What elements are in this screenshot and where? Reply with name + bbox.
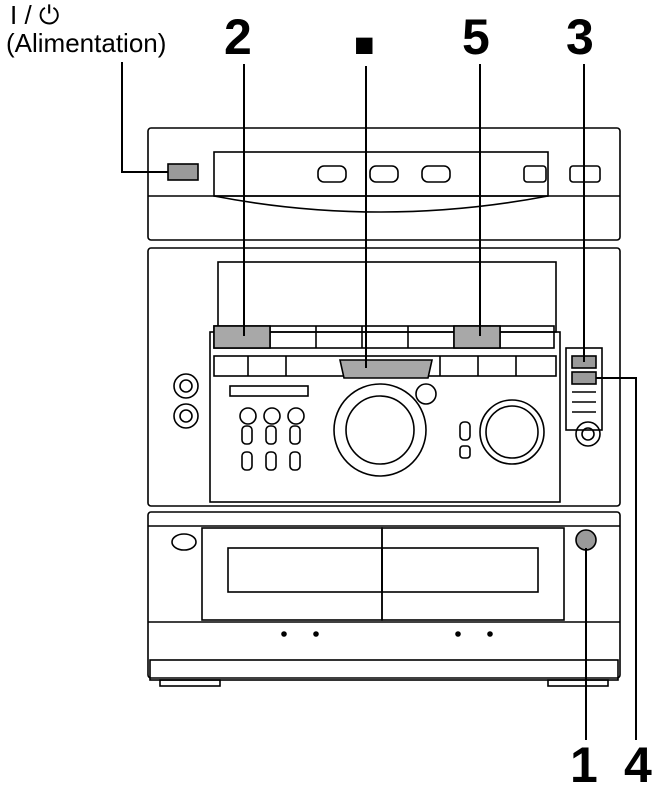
middle-inner-panel: [209, 331, 561, 503]
bottom-unit: [147, 511, 621, 679]
deck-a-window: [227, 547, 383, 593]
deck-b-button: [575, 529, 597, 551]
callout-stop: ■: [354, 26, 375, 64]
right-foot: [547, 679, 609, 687]
top-unit-tray-curve: [213, 195, 549, 213]
small-knob: [415, 383, 437, 405]
power-button: [167, 163, 199, 181]
left-foot: [159, 679, 221, 687]
eq-knob-3: [287, 407, 305, 425]
power-label-text: (Alimentation): [6, 28, 167, 58]
callout-1: 1: [570, 737, 598, 793]
cassette-key-2: [213, 325, 271, 349]
base-bar: [149, 659, 619, 681]
eq-button-row: [229, 385, 309, 397]
top-small-button-1: [523, 165, 547, 183]
jog-dial-outer: [333, 383, 427, 477]
leader-power: [121, 62, 168, 173]
stop-button: [339, 359, 433, 379]
callout-4: 4: [624, 737, 652, 793]
top-unit-slot: [213, 151, 549, 197]
eq-knob-1: [239, 407, 257, 425]
left-control-2: [173, 403, 199, 429]
deck-a-eject: [171, 533, 197, 551]
deck-a: [201, 527, 383, 621]
deck-b-window: [381, 547, 539, 593]
jog-dial-inner: [345, 395, 415, 465]
cd-button-1: [317, 165, 347, 183]
power-symbol: I / ⏻: [10, 0, 60, 30]
volume-knob-inner: [485, 405, 539, 459]
cassette-key-5: [453, 325, 501, 349]
callout-5: 5: [462, 9, 490, 65]
leader-4: [596, 377, 637, 740]
cd-button-3: [421, 165, 451, 183]
left-control-1: [173, 373, 199, 399]
deck-b: [381, 527, 565, 621]
volume-knob-outer: [479, 399, 545, 465]
headphone-jack: [575, 421, 601, 447]
callout-3: 3: [566, 9, 594, 65]
eq-knob-2: [263, 407, 281, 425]
selector-4: [571, 371, 597, 385]
top-unit: [147, 127, 621, 241]
callout-2: 2: [224, 9, 252, 65]
cd-button-2: [369, 165, 399, 183]
cassette-window-top: [217, 261, 557, 333]
